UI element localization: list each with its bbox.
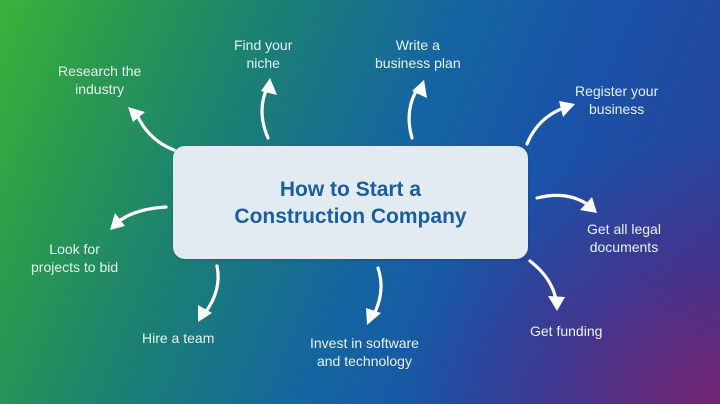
step-label-line2: projects to bid <box>31 259 119 275</box>
step-projects-to-bid: Look for projects to bid <box>31 240 118 276</box>
arrow-projects-icon <box>110 205 168 230</box>
step-label-line2: business plan <box>375 55 461 71</box>
step-register-business: Register your business <box>575 82 658 118</box>
step-business-plan: Write a business plan <box>375 36 461 72</box>
step-label-line2: industry <box>75 81 125 97</box>
step-label-line2: documents <box>589 239 659 255</box>
step-label-line1: Get funding <box>530 323 603 339</box>
step-label-line1: Look for <box>49 241 100 257</box>
step-label-line1: Invest in software <box>310 335 419 351</box>
step-invest-software: Invest in software and technology <box>310 334 419 370</box>
step-label-line1: Hire a team <box>142 330 215 346</box>
central-topic-box: How to Start a Construction Company <box>173 146 528 259</box>
title-line-2: Construction Company <box>234 204 467 228</box>
step-label-line2: and technology <box>316 353 412 369</box>
step-find-niche: Find your niche <box>234 36 292 72</box>
arrow-niche-icon <box>260 78 277 140</box>
arrow-software-icon <box>366 266 383 325</box>
step-label-line1: Get all legal <box>587 221 661 237</box>
step-label-line1: Research the <box>58 63 142 79</box>
step-hire-team: Hire a team <box>142 329 214 347</box>
step-label-line1: Find your <box>234 37 293 53</box>
central-topic-title: How to Start a Construction Company <box>234 176 466 230</box>
step-legal-documents: Get all legal documents <box>587 220 661 256</box>
arrow-team-icon <box>198 264 220 322</box>
step-get-funding: Get funding <box>530 322 602 340</box>
arrow-business-plan-icon <box>407 80 427 140</box>
step-label-line2: business <box>589 101 645 117</box>
arrow-research-icon <box>128 107 176 152</box>
step-research-industry: Research the industry <box>58 62 141 98</box>
step-label-line2: niche <box>246 55 280 71</box>
arrow-legal-icon <box>535 193 597 213</box>
arrow-register-icon <box>525 101 575 146</box>
step-label-line1: Register your <box>575 83 659 99</box>
title-line-1: How to Start a <box>279 177 422 201</box>
step-label-line1: Write a <box>395 37 440 53</box>
arrow-funding-icon <box>528 259 565 311</box>
